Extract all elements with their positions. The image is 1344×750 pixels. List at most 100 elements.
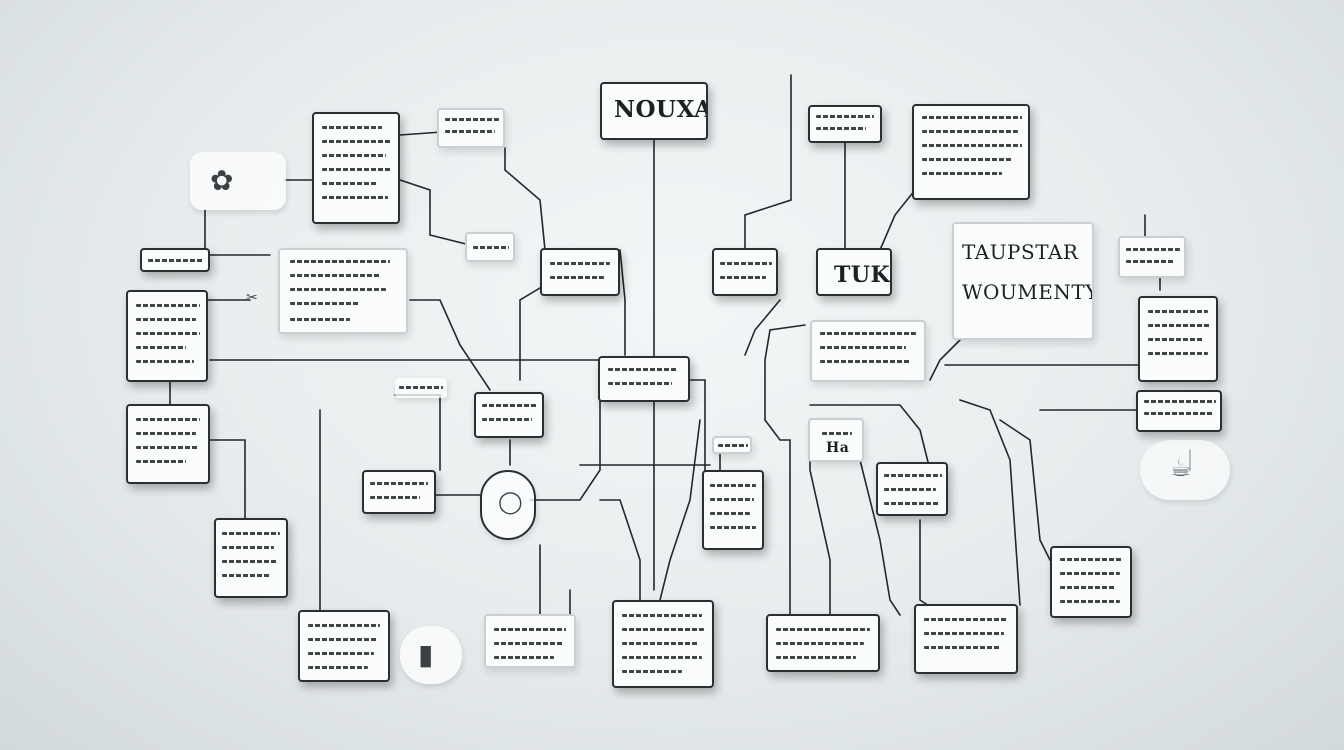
text-line: [710, 498, 754, 501]
banner-node: TAUPSTAR WOUMENTY: [952, 222, 1094, 340]
document-node: [712, 248, 778, 296]
cup-icon: ☕: [1170, 454, 1192, 482]
text-line: [820, 360, 910, 363]
text-line: [494, 642, 564, 645]
text-line: [1148, 324, 1210, 327]
text-line: [222, 560, 278, 563]
device-icon: ▮: [418, 638, 434, 671]
device-node: ▮: [400, 626, 462, 684]
text-line: [370, 496, 420, 499]
text-line: [1060, 558, 1122, 561]
text-line: [776, 656, 856, 659]
text-line: [482, 418, 532, 421]
document-node: [362, 470, 436, 514]
text-line: [290, 260, 390, 263]
text-line: [820, 346, 906, 349]
document-node: [465, 232, 515, 262]
text-line: [1060, 586, 1116, 589]
text-line: [322, 140, 392, 143]
text-line: [290, 274, 380, 277]
document-node: [598, 356, 690, 402]
text-line: [136, 332, 200, 335]
text-line: [308, 638, 378, 641]
document-node: [278, 248, 408, 334]
text-line: [924, 618, 1008, 621]
banner-line-2: WOUMENTY: [962, 280, 1094, 304]
text-line: [322, 154, 386, 157]
document-node: [140, 248, 210, 272]
text-line: [1126, 248, 1180, 251]
text-line: [136, 360, 194, 363]
document-node: [702, 470, 764, 550]
title-node-label: NOUXA: [614, 96, 708, 123]
text-line: [1148, 338, 1204, 341]
document-node: [437, 108, 505, 148]
document-node: [1138, 296, 1218, 382]
text-line: [622, 670, 682, 673]
text-line: [136, 446, 198, 449]
text-line: [622, 614, 702, 617]
text-line: [445, 118, 499, 121]
text-line: [718, 444, 748, 447]
text-line: [136, 346, 186, 349]
text-line: [816, 115, 874, 118]
document-node: [214, 518, 288, 598]
document-node: [126, 290, 208, 382]
text-line: [710, 484, 756, 487]
document-node: [312, 112, 400, 224]
text-line: [1126, 260, 1174, 263]
text-line: [884, 488, 936, 491]
text-line: [290, 318, 350, 321]
text-line: [550, 276, 604, 279]
text-line: [322, 182, 378, 185]
ring-node: ◯: [480, 470, 536, 540]
document-node: [1136, 390, 1222, 432]
scissors-icon: ✂: [246, 290, 258, 306]
document-node: [474, 392, 544, 438]
document-node: [810, 320, 926, 382]
text-line: [1148, 352, 1208, 355]
text-line: [370, 482, 428, 485]
text-line: [710, 526, 756, 529]
text-line: [322, 126, 382, 129]
text-line: [816, 127, 866, 130]
document-node: [126, 404, 210, 484]
text-line: [622, 628, 704, 631]
text-line: [222, 546, 274, 549]
tuk-node: TUK: [816, 248, 892, 296]
document-node: [876, 462, 948, 516]
text-line: [922, 172, 1002, 175]
text-line: [924, 646, 1000, 649]
text-line: [494, 628, 566, 631]
text-line: [884, 474, 942, 477]
text-line: [1144, 400, 1216, 403]
text-line: [922, 144, 1022, 147]
text-line: [622, 656, 702, 659]
text-line: [776, 628, 870, 631]
text-line: [290, 288, 386, 291]
text-line: [924, 632, 1004, 635]
ring-icon: ◯: [498, 490, 523, 515]
document-node: [298, 610, 390, 682]
plant-sketch-icon: ✿: [210, 164, 234, 197]
text-line: [399, 386, 443, 389]
text-line: [494, 656, 554, 659]
text-line: [136, 432, 196, 435]
document-node: [712, 436, 752, 454]
text-line: [222, 574, 270, 577]
text-line: [473, 246, 509, 249]
text-line: [550, 262, 610, 265]
text-line: [222, 532, 280, 535]
text-line: [1060, 600, 1120, 603]
text-line: [710, 512, 750, 515]
document-node: [912, 104, 1030, 200]
ha-node-label: Ha: [826, 440, 850, 456]
document-node: [914, 604, 1018, 674]
text-line: [922, 158, 1012, 161]
text-line: [720, 262, 772, 265]
document-node: [395, 378, 447, 398]
text-line: [308, 624, 380, 627]
banner-line-1: TAUPSTAR: [962, 240, 1079, 264]
text-line: [136, 460, 186, 463]
document-node: [1050, 546, 1132, 618]
